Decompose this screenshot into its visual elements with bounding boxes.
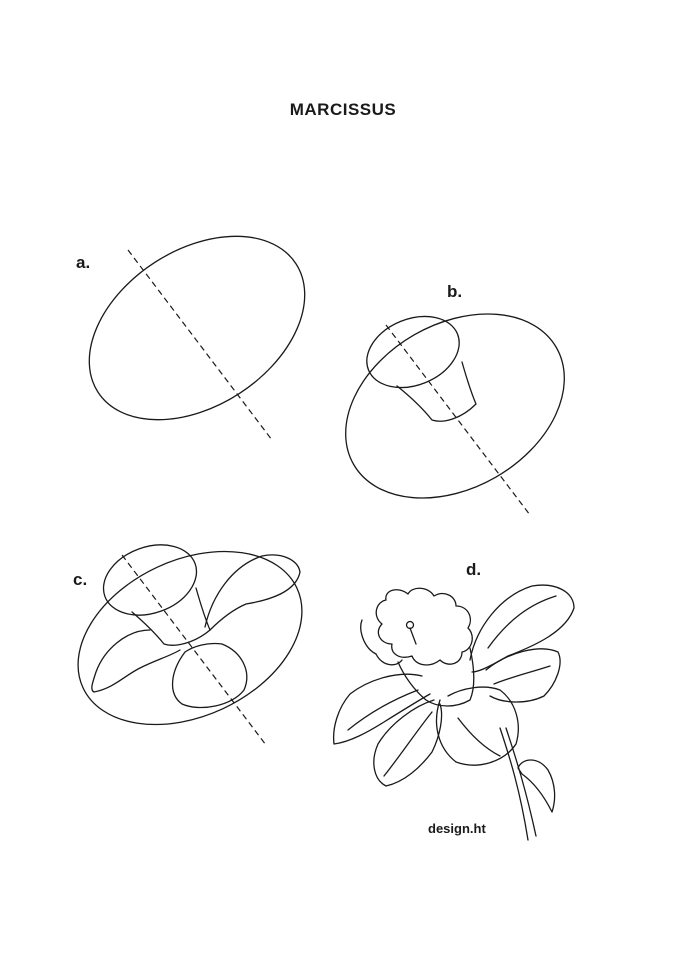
step-d-drawing bbox=[332, 584, 575, 841]
petal-lower-left bbox=[373, 699, 443, 787]
step-label-a: a. bbox=[76, 253, 91, 272]
trumpet-rim bbox=[102, 544, 198, 616]
petal-lower bbox=[171, 642, 248, 709]
flower-outline-ellipse bbox=[77, 550, 303, 726]
step-label-d: d. bbox=[466, 560, 482, 579]
step-label-c: c. bbox=[73, 570, 88, 589]
stem bbox=[499, 727, 529, 841]
trumpet-body bbox=[396, 361, 477, 422]
step-b-drawing bbox=[345, 313, 565, 516]
stamen-tip bbox=[405, 620, 415, 630]
flower-outline-ellipse bbox=[345, 313, 565, 499]
trumpet-body bbox=[397, 647, 475, 707]
trumpet-ruffled-rim bbox=[375, 587, 473, 666]
page-title: MARCISSUS bbox=[289, 100, 397, 119]
petal-left bbox=[91, 629, 181, 693]
step-label-b: b. bbox=[447, 282, 463, 301]
petal-vein bbox=[457, 717, 501, 757]
petal-vein bbox=[493, 665, 551, 685]
petal-left bbox=[332, 673, 431, 745]
step-c-drawing bbox=[77, 544, 303, 746]
axis-guide-line bbox=[127, 249, 273, 441]
petal-upper-right bbox=[204, 554, 301, 631]
petal-vein bbox=[487, 595, 557, 649]
axis-guide-line bbox=[385, 324, 531, 516]
trumpet-rim bbox=[366, 315, 460, 389]
petal-back-right bbox=[469, 584, 575, 673]
petal-right bbox=[485, 648, 561, 703]
flower-outline-ellipse bbox=[88, 235, 306, 421]
petal-front bbox=[435, 686, 519, 766]
credit-text: design.ht bbox=[428, 821, 486, 836]
trumpet-body bbox=[131, 587, 211, 646]
petal-vein bbox=[347, 689, 419, 731]
bud bbox=[517, 759, 556, 813]
trumpet-ruffle-inner bbox=[360, 619, 403, 666]
pistil bbox=[409, 627, 417, 645]
step-a-drawing bbox=[88, 235, 306, 441]
stem-edge bbox=[505, 727, 537, 837]
petal-vein bbox=[383, 711, 433, 777]
